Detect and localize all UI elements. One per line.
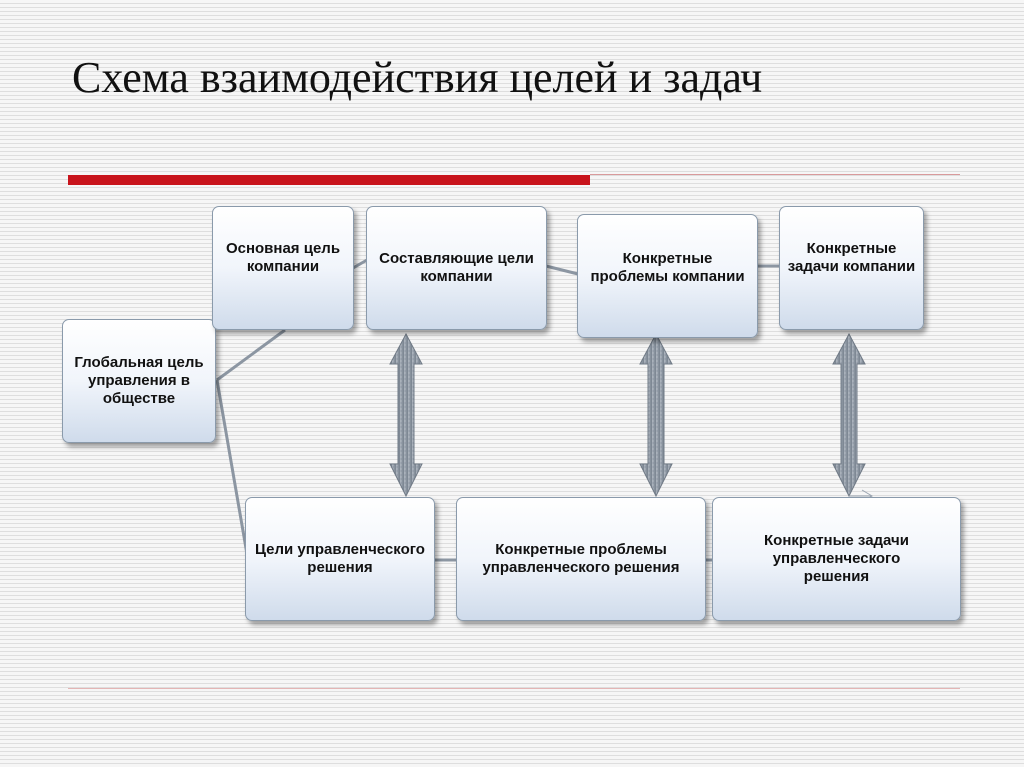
footer-divider-line — [68, 688, 960, 689]
connector-global-to-main — [216, 328, 286, 382]
box-decision-tasks-label: Конкретные задачи управленческого решени… — [764, 532, 909, 585]
box-company-problems: Конкретные проблемы компании — [577, 214, 758, 338]
box-decision-tasks: Конкретные задачи управленческого решени… — [712, 497, 961, 621]
box-decision-problems-label: Конкретные проблемы управленческого реше… — [482, 541, 680, 576]
box-global-goal-label: Глобальная цель управления в обществе — [74, 354, 204, 407]
slide-title: Схема взаимодействия целей и задач — [72, 53, 763, 102]
box-company-tasks: Конкретные задачи компании — [779, 206, 924, 330]
box-main-goal: Основная цель компании — [212, 206, 354, 330]
connector-main-to-components — [352, 258, 368, 270]
connector-components-to-problems — [545, 264, 579, 276]
box-main-goal-label: Основная цель компании — [225, 240, 341, 275]
box-company-problems-label: Конкретные проблемы компании — [590, 250, 745, 285]
box-global-goal: Глобальная цель управления в обществе — [62, 319, 216, 443]
double-arrow-tasks-decision-tasks — [832, 332, 866, 498]
title-underline-thin-line — [590, 174, 960, 175]
title-underline-red-bar — [68, 175, 590, 185]
box-component-goals-label: Составляющие цели компании — [379, 250, 534, 285]
box-decision-goals: Цели управленческого решения — [245, 497, 435, 621]
connector-global-to-decision-goals — [215, 379, 250, 561]
box-decision-goals-label: Цели управленческого решения — [255, 541, 425, 576]
box-company-tasks-label: Конкретные задачи компании — [787, 240, 916, 275]
double-arrow-components-decision-goals — [389, 332, 423, 498]
double-arrow-problems-decision-problems — [639, 332, 673, 498]
box-component-goals: Составляющие цели компании — [366, 206, 547, 330]
box-decision-problems: Конкретные проблемы управленческого реше… — [456, 497, 706, 621]
